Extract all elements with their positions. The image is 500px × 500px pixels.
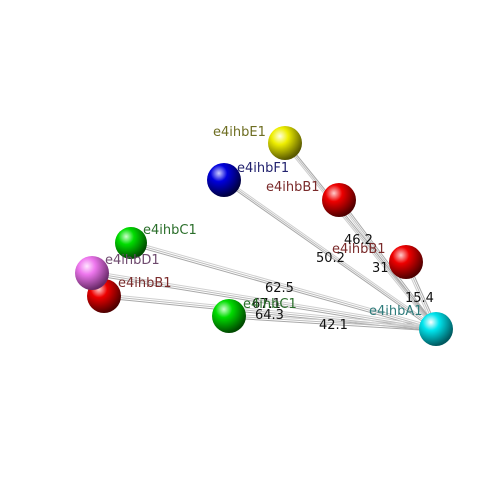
atom-sphere-c1b[interactable] [212,299,246,333]
atom-labels: e4ihbE1 e4ihbF1 e4ihbB1 e4ihbC1 e4ihbB1 … [105,125,423,319]
atom-sphere-b1r[interactable] [389,245,423,279]
atom-label-e1: e4ihbE1 [213,125,266,140]
bond-a1-f1 [223,177,437,332]
distance-label: 42.1 [319,318,348,333]
atom-sphere-f1[interactable] [207,163,241,197]
distance-label: 64.3 [255,308,284,323]
bond-a1-c1b [228,313,437,332]
atom-label-b1l: e4ihbB1 [118,276,172,291]
distance-labels: 15.4 31 46.2 50.2 62.5 64.3 67.1 42.1 [252,233,434,333]
distance-label: 67.1 [252,297,281,312]
distance-label: 46.2 [344,233,373,248]
bond-a1-e1 [282,142,439,330]
atom-label-c1t: e4ihbC1 [143,223,197,238]
atom-sphere-c1t[interactable] [115,227,147,259]
atom-sphere-e1[interactable] [268,126,302,160]
atom-sphere-b1t[interactable] [322,183,356,217]
atom-label-a1: e4ihbA1 [369,304,423,319]
distance-label: 15.4 [405,291,434,306]
distance-label: 50.2 [316,251,345,266]
bond-layer [91,142,439,332]
atom-label-b1t: e4ihbB1 [266,180,320,195]
distance-label: 31 [372,261,389,276]
atom-label-d1: e4ihbD1 [105,253,160,268]
atom-sphere-d1[interactable] [75,256,109,290]
distance-label: 62.5 [265,281,294,296]
atom-sphere-a1[interactable] [419,312,453,346]
atom-label-b1r: e4ihbB1 [332,242,386,257]
atom-label-c1b: e4ihbC1 [243,297,297,312]
atom-label-f1: e4ihbF1 [237,161,289,176]
bond-a1-c1t [130,240,437,332]
atom-layer [75,126,453,346]
